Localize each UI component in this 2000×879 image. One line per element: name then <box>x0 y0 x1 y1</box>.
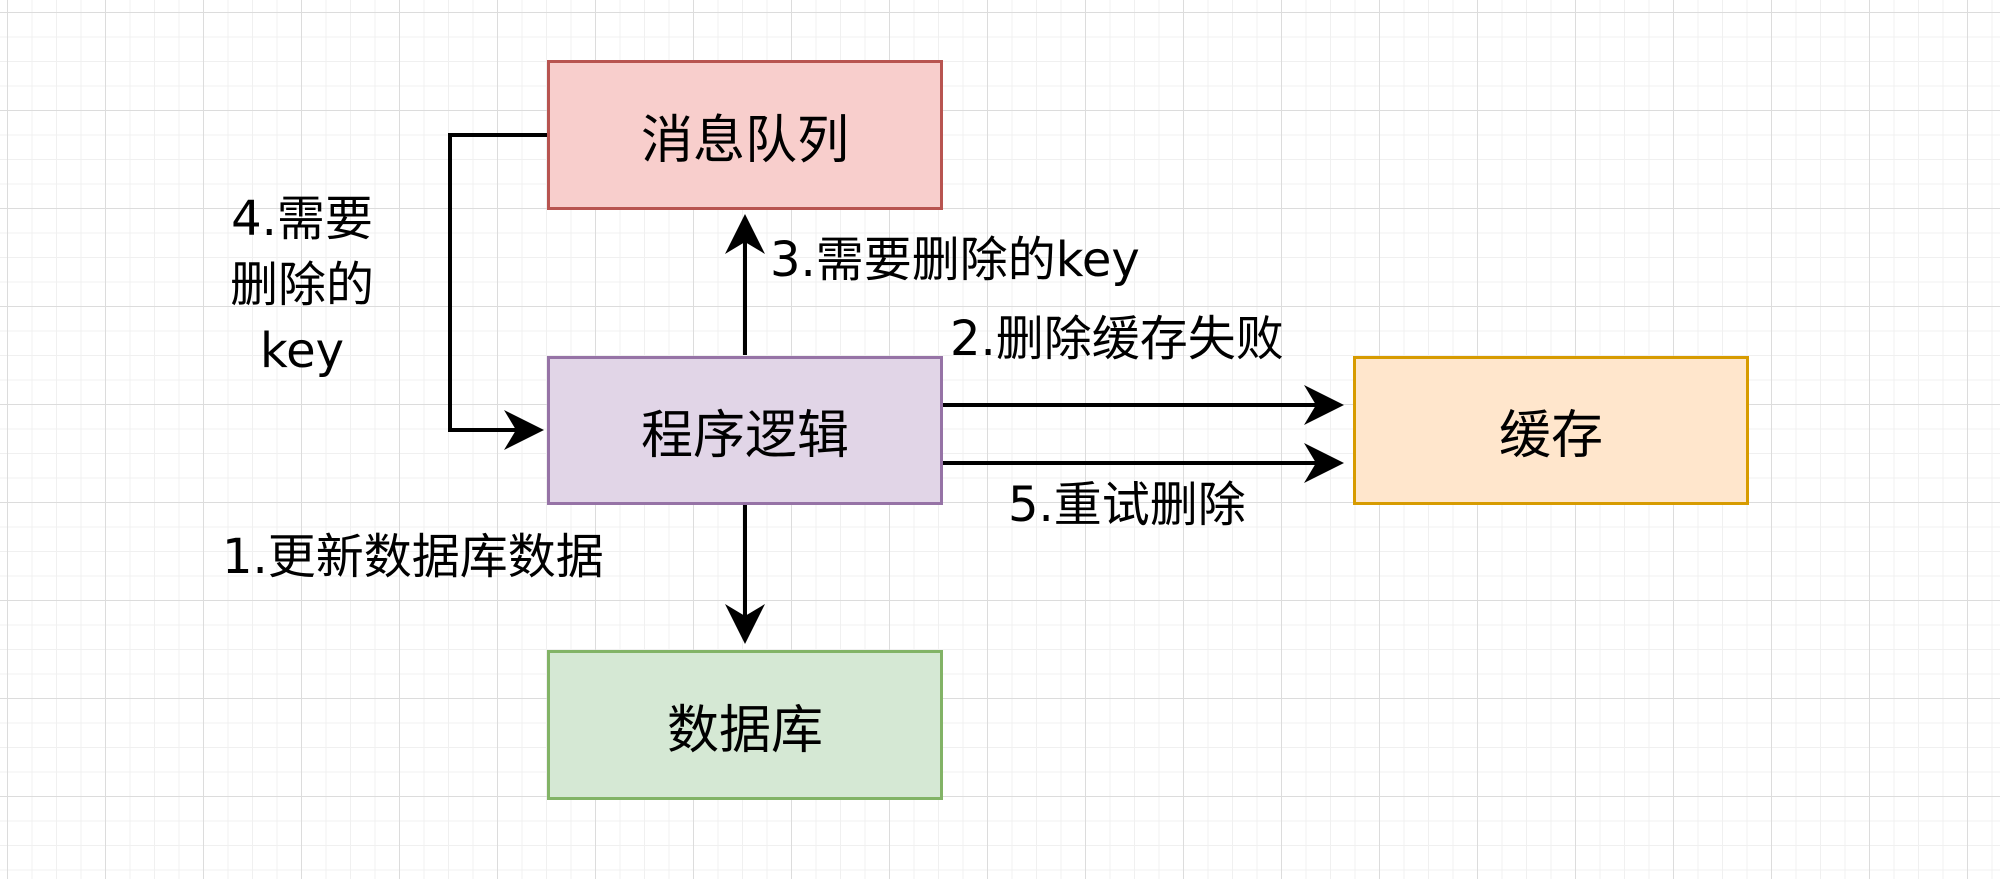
node-database[interactable]: 数据库 <box>547 650 943 800</box>
node-database-label: 数据库 <box>666 700 823 761</box>
edge-label-step4-line2: 删除的 <box>229 257 374 313</box>
edge-label-step1: 1.更新数据库数据 <box>222 529 604 585</box>
edge-queue-to-logic <box>448 133 547 450</box>
edge-label-step4: 4.需要 删除的 key <box>192 186 412 384</box>
edge-label-step3: 3.需要删除的key <box>770 232 1140 288</box>
node-cache-label: 缓存 <box>1498 406 1603 466</box>
node-message-queue-label: 消息队列 <box>640 110 849 171</box>
edge-label-step2: 2.删除缓存失败 <box>950 311 1284 367</box>
edge-label-step4-line3: key <box>259 323 345 379</box>
edge-label-step4-line1: 4.需要 <box>231 191 373 247</box>
edge-label-step5: 5.重试删除 <box>1008 477 1246 533</box>
node-message-queue[interactable]: 消息队列 <box>547 60 943 210</box>
node-cache[interactable]: 缓存 <box>1353 356 1749 505</box>
node-program-logic-label: 程序逻辑 <box>640 406 849 466</box>
node-program-logic[interactable]: 程序逻辑 <box>547 356 943 505</box>
